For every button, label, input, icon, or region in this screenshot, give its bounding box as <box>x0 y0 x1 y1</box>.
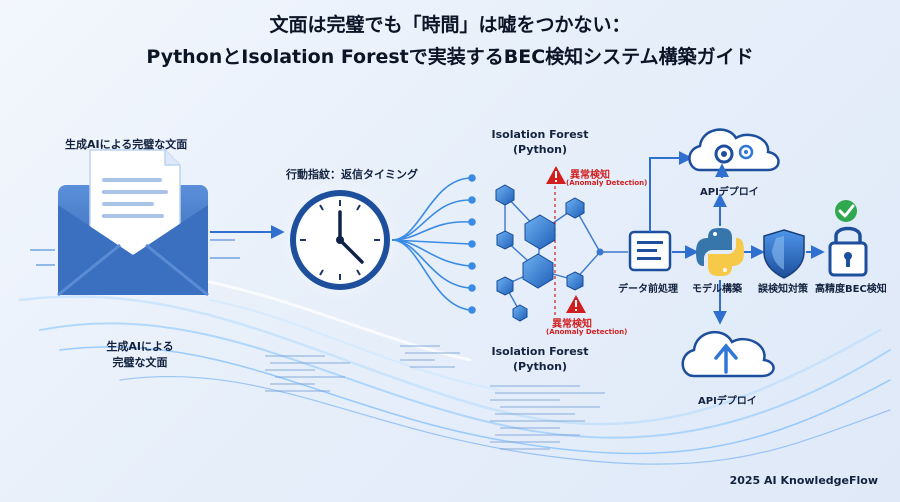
label-api-top: APIデプロイ <box>700 187 759 198</box>
label-model: モデル構築 <box>692 284 742 295</box>
light-streaks <box>18 278 891 465</box>
email-envelope-icon <box>30 149 240 297</box>
label-api-bottom: APIデプロイ <box>698 396 757 407</box>
python-logo-icon <box>696 228 744 276</box>
lock-icon <box>828 226 868 277</box>
label-anomaly-top-2: (Anomaly Detection) <box>566 179 648 187</box>
label-email-bottom-2: 完璧な文面 <box>112 356 168 369</box>
data-preprocess-icon <box>628 230 672 272</box>
warning-icon <box>546 166 566 184</box>
label-anomaly-bottom-2: (Anomaly Detection) <box>546 328 628 336</box>
pipeline-arrows <box>649 151 825 325</box>
label-false-positive: 誤検知対策 <box>758 284 808 295</box>
isolation-forest-network <box>495 180 628 322</box>
page-title-line1: 文面は完璧でも「時間」は嘘をつかない： <box>269 14 631 36</box>
check-icon <box>835 200 857 222</box>
label-forest-bottom-1: Isolation Forest <box>491 345 589 358</box>
feature-lines <box>391 174 476 314</box>
cloud-gear-icon <box>688 128 780 178</box>
label-email-bottom-1: 生成AIによる <box>106 340 174 353</box>
label-forest-bottom-2: (Python) <box>513 360 567 373</box>
page-title-line2: PythonとIsolation Forestで実装するBEC検知システム構築ガ… <box>146 46 754 68</box>
label-bec: 高精度BEC検知 <box>815 284 887 295</box>
label-anomaly-bottom-1: 異常検知 <box>552 319 592 330</box>
cloud-upload-icon <box>681 330 775 378</box>
clock-icon <box>278 178 402 302</box>
warning-icon <box>566 295 586 313</box>
label-email-top: 生成AIによる完璧な文面 <box>65 138 188 151</box>
label-forest-top-2: (Python) <box>513 143 567 156</box>
label-forest-top-1: Isolation Forest <box>491 128 589 141</box>
label-preprocess: データ前処理 <box>618 284 678 295</box>
footer-credit: 2025 AI KnowledgeFlow <box>729 474 878 487</box>
label-clock: 行動指紋：返信タイミング <box>286 168 418 181</box>
shield-icon <box>763 229 805 279</box>
code-snippets <box>265 345 605 450</box>
label-anomaly-top-1: 異常検知 <box>570 170 610 181</box>
